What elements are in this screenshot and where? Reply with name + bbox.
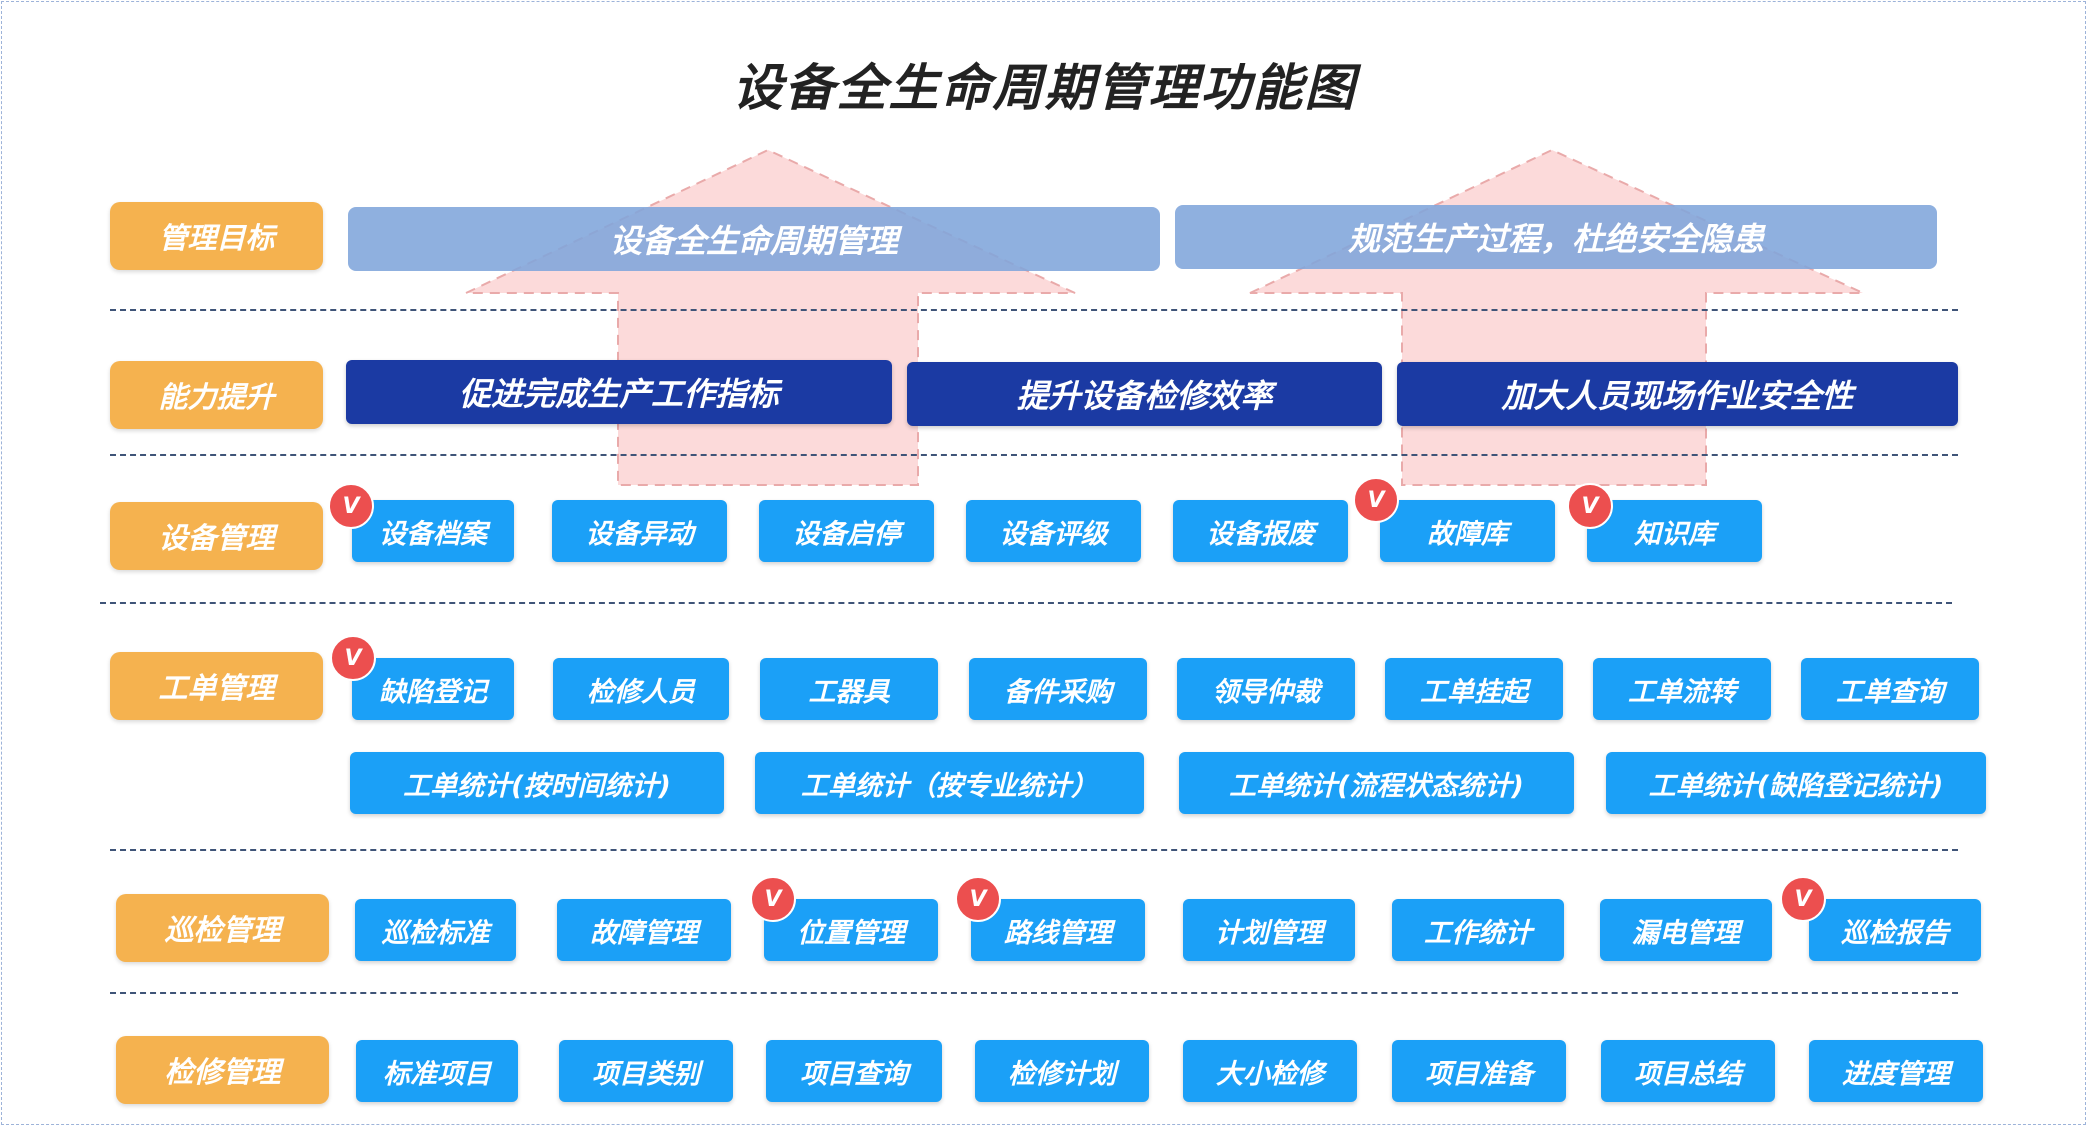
equipment-item[interactable]: 设备评级 xyxy=(966,500,1141,562)
separator xyxy=(110,992,1958,994)
equipment-item[interactable]: 设备启停 xyxy=(759,500,934,562)
workorder-item[interactable]: 检修人员 xyxy=(553,658,729,720)
workorder-item[interactable]: 领导仲裁 xyxy=(1177,658,1355,720)
inspection-item[interactable]: 故障管理 xyxy=(557,899,731,961)
capability-production-targets: 促进完成生产工作指标 xyxy=(346,360,892,424)
workorder-item[interactable]: 工单挂起 xyxy=(1385,658,1563,720)
maintenance-item[interactable]: 检修计划 xyxy=(975,1040,1149,1102)
up-arrow-right xyxy=(1249,148,1864,486)
row-label-maintenance: 检修管理 xyxy=(116,1036,329,1104)
row-label-capability: 能力提升 xyxy=(110,361,323,429)
goal-lifecycle-management: 设备全生命周期管理 xyxy=(348,207,1160,271)
equipment-item[interactable]: 知识库 xyxy=(1587,500,1762,562)
inspection-item[interactable]: 巡检报告 xyxy=(1809,899,1981,961)
row-label-goals: 管理目标 xyxy=(110,202,323,270)
capability-field-safety: 加大人员现场作业安全性 xyxy=(1397,362,1958,426)
goal-standardize-production: 规范生产过程，杜绝安全隐患 xyxy=(1175,205,1937,269)
check-badge-icon: V xyxy=(955,876,1001,922)
workorder-item[interactable]: 工器具 xyxy=(760,658,938,720)
equipment-item[interactable]: 设备报废 xyxy=(1173,500,1348,562)
inspection-item[interactable]: 路线管理 xyxy=(971,899,1145,961)
row-label-workorder: 工单管理 xyxy=(110,652,323,720)
check-badge-icon: V xyxy=(750,876,796,922)
maintenance-item[interactable]: 项目准备 xyxy=(1392,1040,1566,1102)
row-label-equipment: 设备管理 xyxy=(110,502,323,570)
check-badge-icon: V xyxy=(1567,483,1613,529)
workorder-item[interactable]: 缺陷登记 xyxy=(352,658,514,720)
diagram-title: 设备全生命周期管理功能图 xyxy=(732,59,1357,117)
check-badge-icon: V xyxy=(328,483,374,529)
equipment-item[interactable]: 设备档案 xyxy=(352,500,514,562)
maintenance-item[interactable]: 项目总结 xyxy=(1601,1040,1775,1102)
separator xyxy=(110,849,1958,851)
workorder-stats-item[interactable]: 工单统计(流程状态统计) xyxy=(1179,752,1574,814)
maintenance-item[interactable]: 大小检修 xyxy=(1183,1040,1357,1102)
inspection-item[interactable]: 巡检标准 xyxy=(355,899,516,961)
separator xyxy=(110,454,1958,456)
equipment-item[interactable]: 故障库 xyxy=(1380,500,1555,562)
separator xyxy=(110,309,1958,311)
check-badge-icon: V xyxy=(1780,876,1826,922)
check-badge-icon: V xyxy=(1353,477,1399,523)
up-arrow-left xyxy=(465,148,1076,486)
maintenance-item[interactable]: 标准项目 xyxy=(356,1040,518,1102)
check-badge-icon: V xyxy=(330,635,376,681)
separator xyxy=(100,602,1952,604)
equipment-item[interactable]: 设备异动 xyxy=(552,500,727,562)
inspection-item[interactable]: 计划管理 xyxy=(1183,899,1355,961)
workorder-stats-item[interactable]: 工单统计(缺陷登记统计) xyxy=(1606,752,1986,814)
maintenance-item[interactable]: 项目查询 xyxy=(766,1040,942,1102)
inspection-item[interactable]: 工作统计 xyxy=(1392,899,1564,961)
workorder-stats-item[interactable]: 工单统计(按时间统计) xyxy=(350,752,724,814)
row-label-inspection: 巡检管理 xyxy=(116,894,329,962)
inspection-item[interactable]: 漏电管理 xyxy=(1600,899,1772,961)
workorder-item[interactable]: 备件采购 xyxy=(969,658,1147,720)
maintenance-item[interactable]: 进度管理 xyxy=(1809,1040,1983,1102)
workorder-item[interactable]: 工单查询 xyxy=(1801,658,1979,720)
capability-maintenance-efficiency: 提升设备检修效率 xyxy=(907,362,1382,426)
workorder-item[interactable]: 工单流转 xyxy=(1593,658,1771,720)
maintenance-item[interactable]: 项目类别 xyxy=(559,1040,733,1102)
workorder-stats-item[interactable]: 工单统计（按专业统计） xyxy=(755,752,1144,814)
